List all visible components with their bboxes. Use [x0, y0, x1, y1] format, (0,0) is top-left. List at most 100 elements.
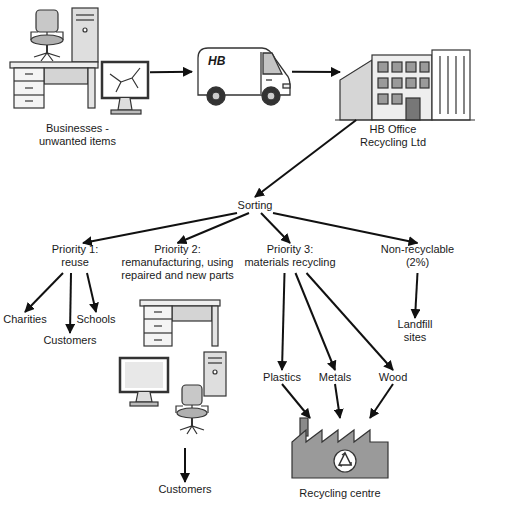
- remanufactured-desk: [140, 300, 220, 346]
- text-group: Charities: [3, 313, 46, 326]
- broken-monitor: [110, 68, 140, 92]
- recycling-factory: [339, 453, 351, 466]
- flow-arrow: [178, 213, 250, 243]
- recycling-factory: [292, 418, 388, 478]
- company-building: HB Office Recycling Ltd: [340, 45, 475, 120]
- outcome-label: Customers: [155, 482, 215, 496]
- node-text: Wood: [379, 371, 408, 384]
- company-building: [378, 94, 388, 104]
- flow-arrow: [70, 273, 71, 333]
- delivery-van: [262, 87, 280, 105]
- office-desk: [14, 80, 44, 81]
- delivery-van: [212, 92, 220, 100]
- company-building: [392, 62, 402, 72]
- company-building: [420, 78, 429, 88]
- flow-arrow: [307, 273, 394, 370]
- node-text: Priority 2:: [154, 243, 200, 256]
- node-text: Metals: [319, 371, 351, 384]
- text-group: Schools: [76, 313, 115, 326]
- flow-arrow: [83, 213, 237, 243]
- company-building: [406, 78, 416, 88]
- company-building: [378, 62, 388, 72]
- text-group: Non-recyclable (2%): [375, 243, 460, 269]
- text-group: Businesses - unwanted items: [30, 122, 125, 148]
- company-building: [439, 56, 440, 114]
- flow-arrow: [87, 273, 96, 312]
- remanufactured-desk: [212, 306, 218, 346]
- recycling-factory: [339, 453, 351, 465]
- text-group: Customers: [43, 334, 96, 347]
- remanufactured-desk: [154, 339, 162, 340]
- delivery-van: [263, 53, 282, 74]
- office-desk: [25, 73, 33, 74]
- flow-arrow: [415, 273, 418, 318]
- material-label: Wood: [374, 370, 412, 384]
- node-text: Landfill sites: [390, 318, 440, 344]
- company-building: [335, 119, 475, 120]
- office-chair: [31, 35, 63, 45]
- flow-arrow: [282, 384, 310, 418]
- text-group: Priority 3:materials recycling: [244, 243, 335, 269]
- office-chair: [36, 10, 58, 32]
- delivery-van: [260, 52, 261, 94]
- text-group: Priority 2:remanufacturing, using repair…: [115, 243, 240, 282]
- remanufactured-desk: [154, 325, 162, 326]
- delivery-van: [267, 92, 275, 100]
- company-building: [406, 62, 416, 72]
- office-desk: [10, 62, 98, 108]
- remanufactured-monitor: [120, 358, 168, 406]
- company-building: [463, 56, 464, 114]
- flow-arrow: [150, 71, 192, 74]
- text-group: Landfill sites: [390, 318, 440, 344]
- company-building: [392, 78, 402, 88]
- text-group: Sorting: [238, 199, 273, 212]
- remanufactured-desk: [144, 306, 172, 346]
- office-chair: [31, 10, 63, 61]
- remanufactured-tower: [213, 370, 217, 374]
- remanufactured-chair: [180, 426, 204, 434]
- outcome-label: Schools: [72, 312, 120, 326]
- connectors: [25, 72, 418, 482]
- node-text: remanufacturing, using repaired and new …: [115, 256, 240, 282]
- company-building: [447, 56, 448, 114]
- broken-monitor: [111, 110, 141, 114]
- remanufactured-desk: [144, 332, 172, 333]
- outcome-label: Charities: [0, 312, 50, 326]
- text-group: Plastics: [263, 371, 301, 384]
- delivery-van: [198, 48, 290, 105]
- text-group: Recycling centre: [299, 487, 380, 500]
- node-text: Customers: [158, 483, 211, 496]
- text-group: Wood: [379, 371, 408, 384]
- office-desk: [14, 68, 44, 108]
- company-building: [340, 60, 372, 120]
- remanufactured-monitor: [130, 402, 158, 406]
- priority-label: Priority 2:remanufacturing, using repair…: [115, 243, 240, 448]
- material-label: Plastics: [258, 370, 306, 384]
- company-building: [335, 50, 475, 120]
- company-building: [406, 98, 420, 120]
- node-text: Priority 1:: [52, 243, 98, 256]
- node-text: Businesses - unwanted items: [30, 122, 125, 148]
- flow-arrow: [292, 71, 340, 73]
- company-building: [455, 56, 456, 114]
- company-building: [420, 62, 429, 72]
- material-label: Metals: [313, 370, 357, 384]
- node-text: HB Office Recycling Ltd: [353, 123, 433, 149]
- node-text: Non-recyclable (2%): [375, 243, 460, 269]
- text-group: Customers: [158, 483, 211, 496]
- remanufactured-chair: [191, 418, 193, 426]
- company-building: [378, 78, 388, 88]
- office-chair: [34, 53, 60, 61]
- flow-arrow: [184, 448, 186, 482]
- flow-arrow: [296, 273, 336, 370]
- office-desk: [44, 68, 88, 84]
- text-group: HB Office Recycling Ltd: [353, 123, 433, 149]
- text-group: HB: [208, 55, 225, 68]
- remanufactured-desk: [144, 318, 172, 319]
- text-group: Metals: [319, 371, 351, 384]
- remanufactured-chair: [177, 408, 207, 418]
